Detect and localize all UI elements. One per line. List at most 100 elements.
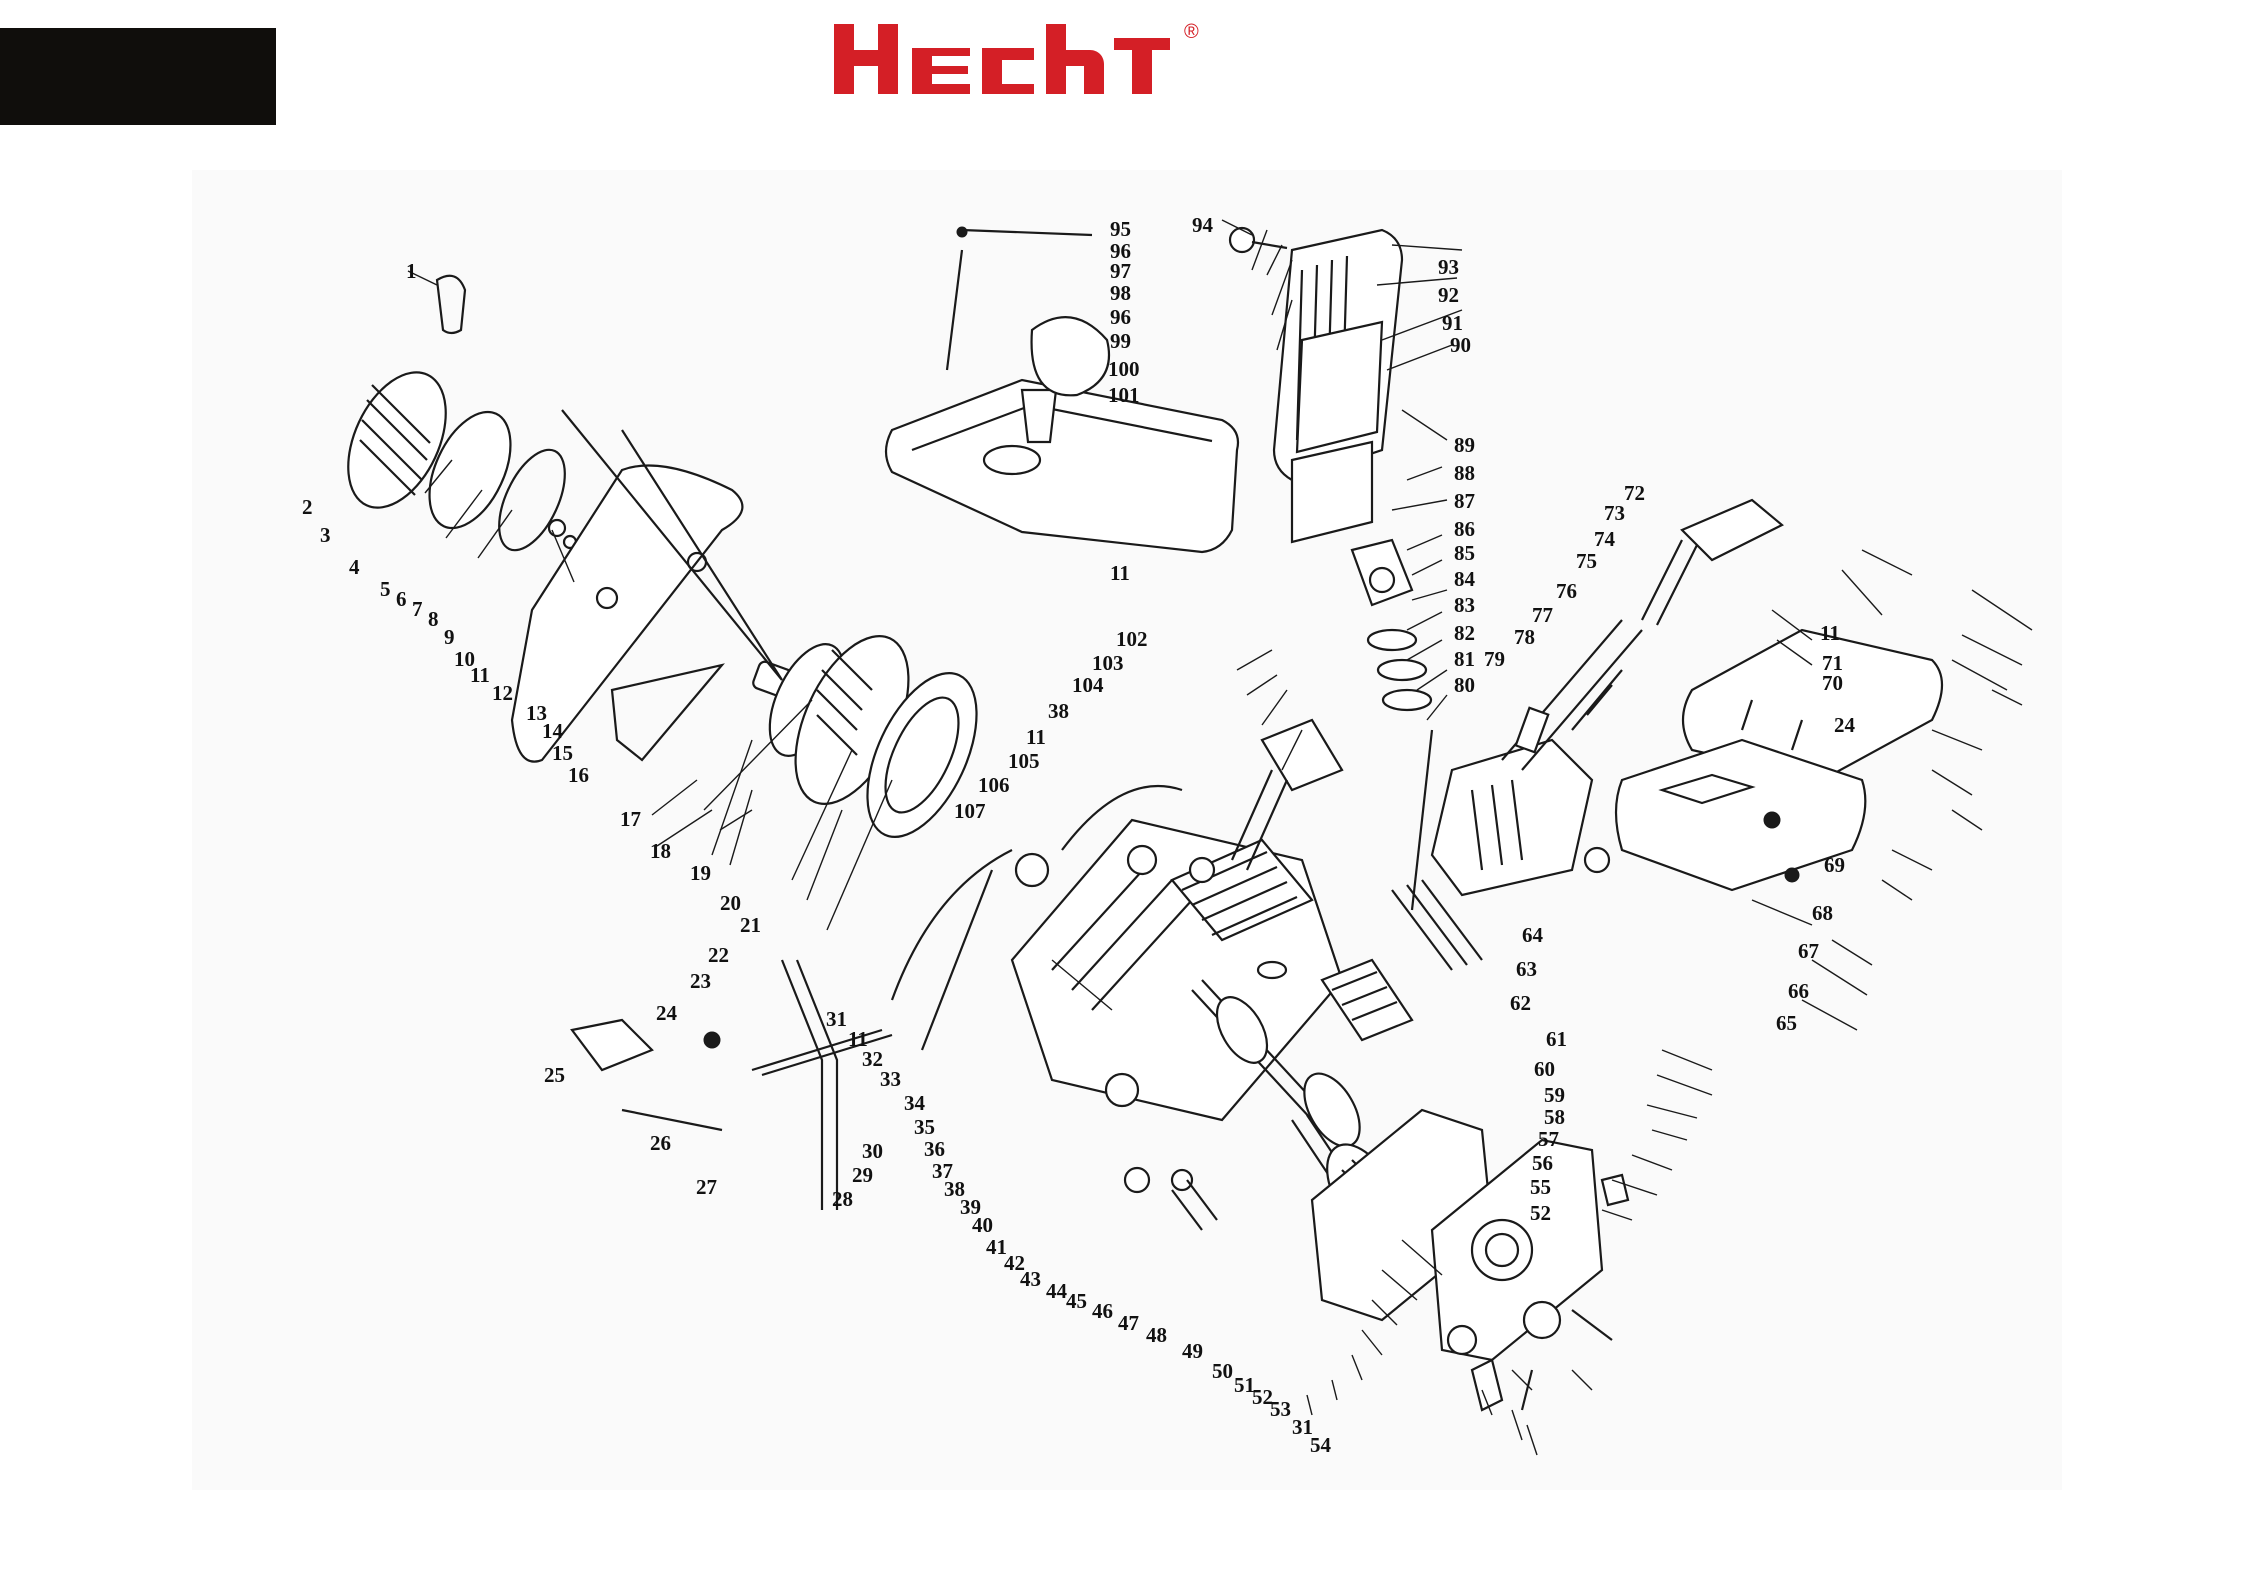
part-label-90: 90 xyxy=(1450,333,1471,357)
part-label-4: 4 xyxy=(349,555,360,579)
starter-handle-shape xyxy=(435,274,467,335)
part-label-55: 55 xyxy=(1530,1175,1551,1199)
part-label-85: 85 xyxy=(1454,541,1475,565)
part-label-74: 74 xyxy=(1594,527,1616,551)
part-label-69: 69 xyxy=(1824,853,1845,877)
part-label-21: 21 xyxy=(740,913,761,937)
part-label-26: 26 xyxy=(650,1131,671,1155)
part-label-38a: 38 xyxy=(944,1177,965,1201)
crankcase-group xyxy=(1010,718,1344,1122)
part-label-80: 80 xyxy=(1454,673,1475,697)
part-label-25: 25 xyxy=(544,1063,565,1087)
part-label-15: 15 xyxy=(552,741,573,765)
part-label-53: 53 xyxy=(1270,1397,1291,1421)
part-label-20: 20 xyxy=(720,891,741,915)
part-label-75: 75 xyxy=(1576,549,1597,573)
part-label-1: 1 xyxy=(406,259,417,283)
part-label-72: 72 xyxy=(1624,481,1645,505)
part-label-87: 87 xyxy=(1454,489,1475,513)
air-filter-element-shape xyxy=(1295,320,1384,454)
part-label-45: 45 xyxy=(1066,1289,1087,1313)
part-label-99: 99 xyxy=(1110,329,1131,353)
part-label-13: 13 xyxy=(526,701,547,725)
part-label-11c: 11 xyxy=(1110,561,1130,585)
starter-pulley-shape xyxy=(428,410,512,530)
part-label-93: 93 xyxy=(1438,255,1459,279)
part-label-62: 62 xyxy=(1510,991,1531,1015)
fan-shroud-shape xyxy=(610,663,725,762)
registered-mark: ® xyxy=(1184,21,1199,43)
part-label-33: 33 xyxy=(880,1067,901,1091)
header-black-tab xyxy=(0,28,276,125)
part-label-12: 12 xyxy=(492,681,513,705)
part-label-36: 36 xyxy=(924,1137,945,1161)
part-label-5: 5 xyxy=(380,577,391,601)
part-label-105: 105 xyxy=(1008,749,1040,773)
hecht-logo: ® xyxy=(834,21,1199,94)
part-label-34: 34 xyxy=(904,1091,926,1115)
part-label-68: 68 xyxy=(1812,901,1833,925)
blower-housing-group xyxy=(510,464,797,763)
part-label-28: 28 xyxy=(832,1187,853,1211)
part-label-46: 46 xyxy=(1092,1299,1113,1323)
muffler-body-shape xyxy=(1614,738,1867,892)
part-label-95: 95 xyxy=(1110,217,1131,241)
part-label-39: 39 xyxy=(960,1195,981,1219)
starter-spring-shape xyxy=(498,448,566,552)
part-label-11e: 11 xyxy=(1820,621,1840,645)
exploded-engine-drawing: 1 2 3 4 5 6 7 8 9 10 11 12 13 14 15 16 1… xyxy=(302,213,2033,1457)
part-labels: 1 2 3 4 5 6 7 8 9 10 11 12 13 14 15 16 1… xyxy=(302,213,1856,1457)
part-label-11a: 11 xyxy=(470,663,490,687)
part-label-6: 6 xyxy=(396,587,407,611)
part-label-31b: 31 xyxy=(1292,1415,1313,1439)
part-label-14: 14 xyxy=(542,719,564,743)
air-cleaner-base-shape xyxy=(1290,440,1374,544)
part-label-11d: 11 xyxy=(1026,725,1046,749)
part-label-100: 100 xyxy=(1108,357,1140,381)
part-label-18: 18 xyxy=(650,839,671,863)
part-label-17: 17 xyxy=(620,807,641,831)
part-label-24b: 24 xyxy=(1834,713,1856,737)
part-label-37: 37 xyxy=(932,1159,953,1183)
part-label-54: 54 xyxy=(1310,1433,1332,1457)
part-label-79: 79 xyxy=(1484,647,1505,671)
part-label-43: 43 xyxy=(1020,1267,1041,1291)
leader-lines xyxy=(407,219,2033,1456)
part-label-42: 42 xyxy=(1004,1251,1025,1275)
part-label-29: 29 xyxy=(852,1163,873,1187)
throttle-linkage-group xyxy=(570,849,1013,1210)
part-label-7: 7 xyxy=(412,597,423,621)
part-label-103: 103 xyxy=(1092,651,1124,675)
part-label-52b: 52 xyxy=(1530,1201,1551,1225)
part-label-3: 3 xyxy=(320,523,331,547)
part-label-94: 94 xyxy=(1192,213,1214,237)
part-label-81: 81 xyxy=(1454,647,1475,671)
part-label-78: 78 xyxy=(1514,625,1535,649)
part-label-73: 73 xyxy=(1604,501,1625,525)
part-label-106: 106 xyxy=(978,773,1010,797)
part-label-16: 16 xyxy=(568,763,589,787)
air-cleaner-group xyxy=(1228,226,1404,544)
part-label-9: 9 xyxy=(444,625,455,649)
part-label-107: 107 xyxy=(954,799,986,823)
carburetor-shape xyxy=(1350,538,1414,607)
fuel-strainer-shape xyxy=(1020,388,1058,444)
part-label-65: 65 xyxy=(1776,1011,1797,1035)
part-label-82: 82 xyxy=(1454,621,1475,645)
part-label-2: 2 xyxy=(302,495,313,519)
part-label-71: 71 xyxy=(1822,651,1843,675)
part-label-64: 64 xyxy=(1522,923,1544,947)
piston-shape xyxy=(1320,958,1414,1042)
part-label-35: 35 xyxy=(914,1115,935,1139)
part-label-97: 97 xyxy=(1110,259,1131,283)
flywheel-group xyxy=(561,409,978,838)
part-label-57: 57 xyxy=(1538,1127,1559,1151)
carburetor-group xyxy=(1350,538,1434,911)
part-label-51: 51 xyxy=(1234,1373,1255,1397)
part-label-96b: 96 xyxy=(1110,305,1131,329)
cylinder-head-group xyxy=(1430,498,1784,897)
recoil-starter-group xyxy=(347,274,591,563)
part-label-70: 70 xyxy=(1822,671,1843,695)
part-label-76: 76 xyxy=(1556,579,1577,603)
part-label-32: 32 xyxy=(862,1047,883,1071)
